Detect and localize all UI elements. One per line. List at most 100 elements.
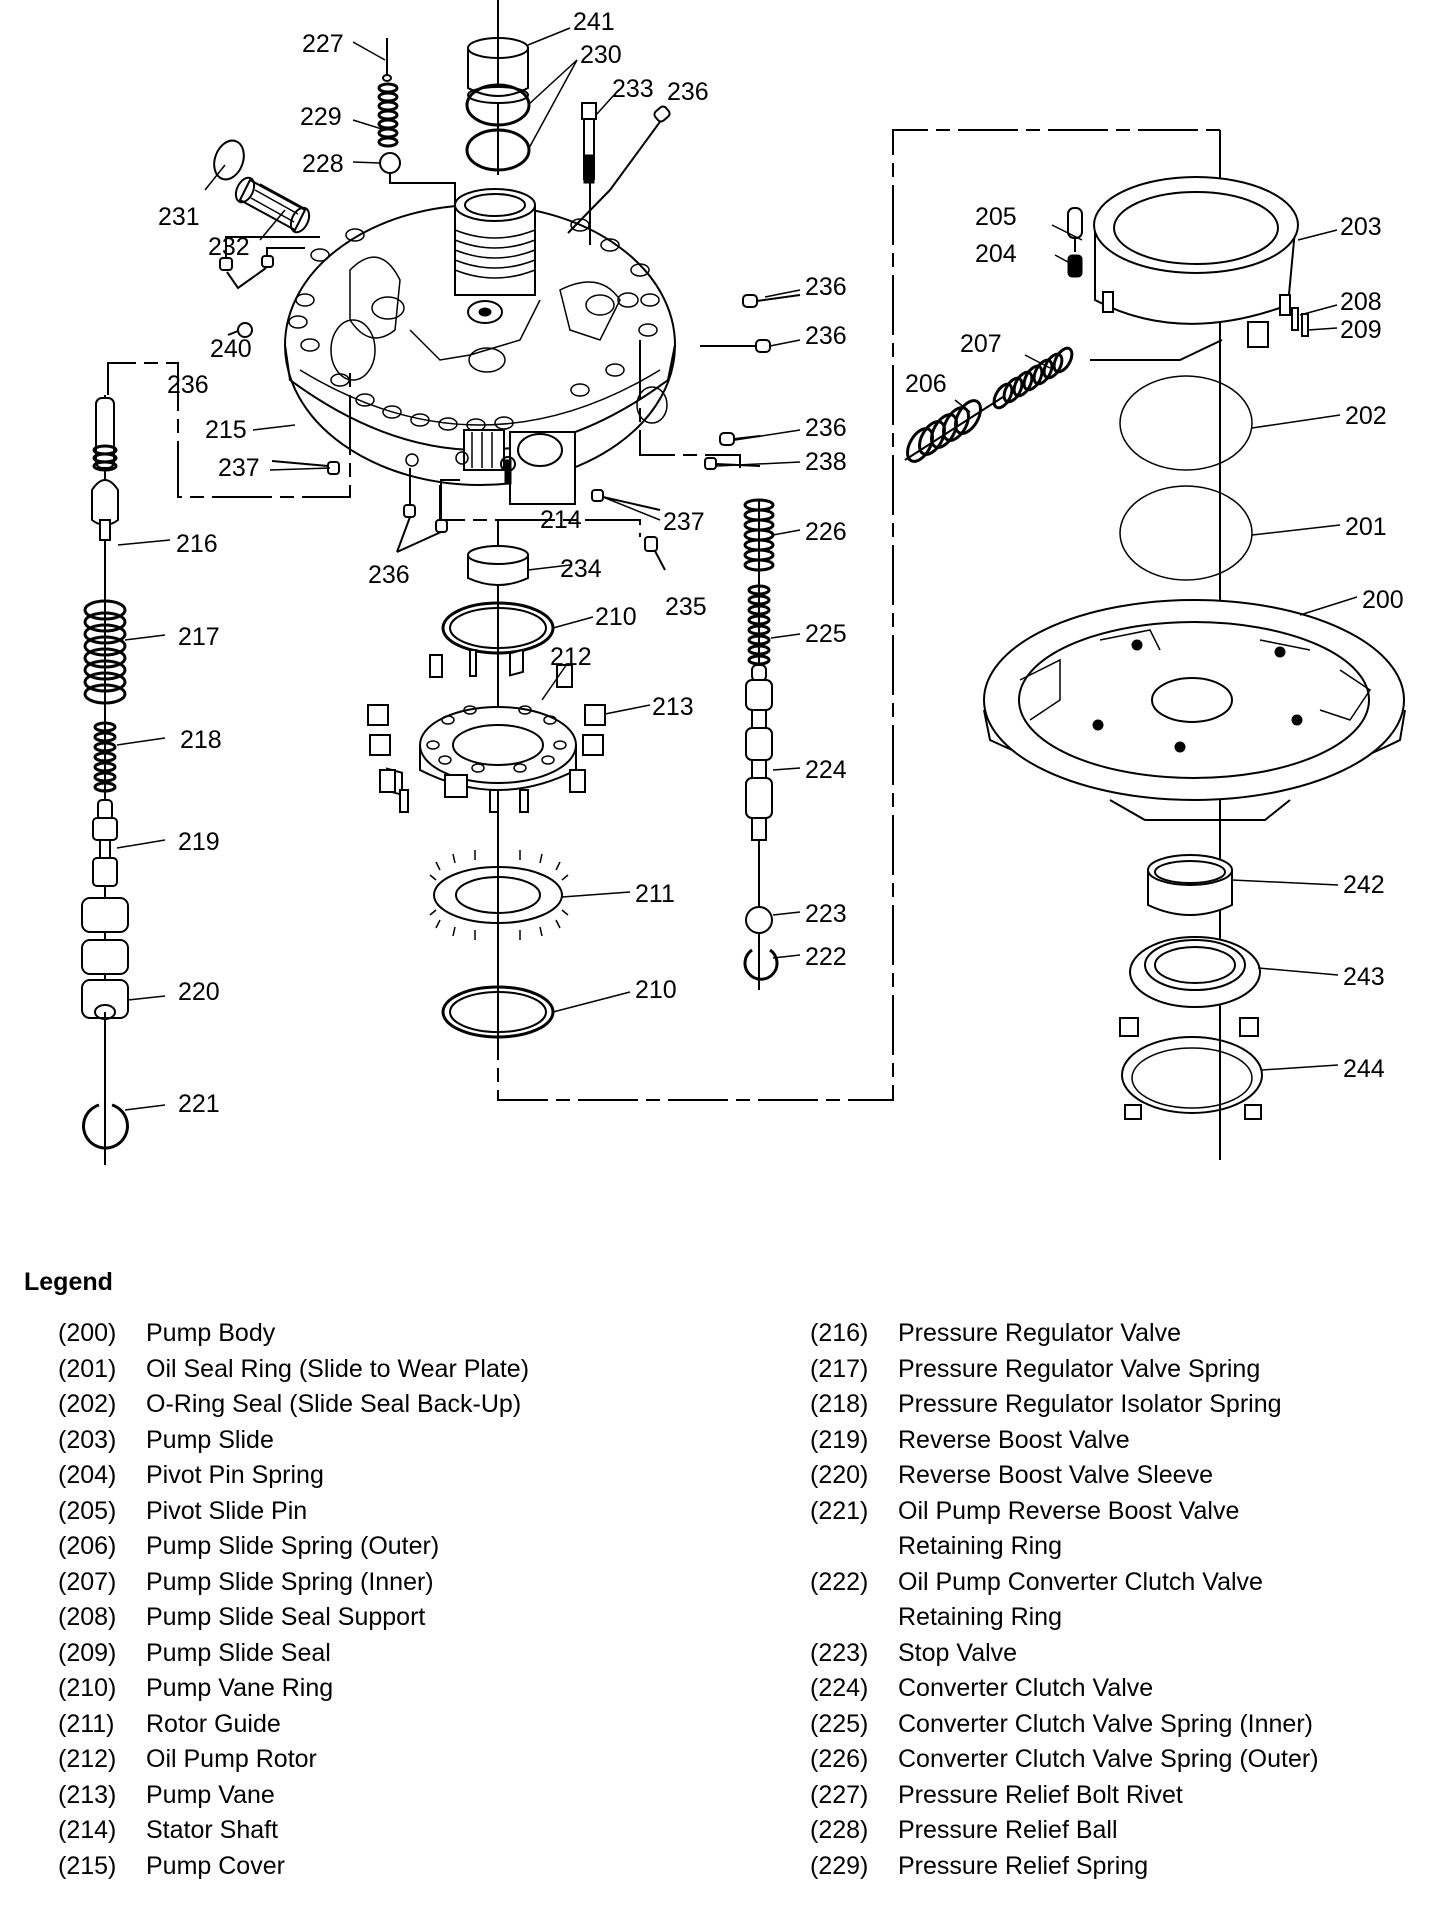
callout-226: 226 xyxy=(805,518,847,546)
callout-225: 225 xyxy=(805,620,847,648)
callout-240: 240 xyxy=(210,335,252,363)
callout-215: 215 xyxy=(205,416,247,444)
callout-223: 223 xyxy=(805,900,847,928)
legend-item: (206)Pump Slide Spring (Outer) xyxy=(58,1529,666,1565)
legend-label: Oil Pump Reverse Boost Valve Retaining R… xyxy=(898,1496,1240,1561)
legend-number: (217) xyxy=(810,1354,869,1383)
legend-label: Pump Vane Ring xyxy=(146,1674,334,1702)
legend-label: Pump Slide Seal Support xyxy=(146,1603,426,1631)
callout-236: 236 xyxy=(805,414,847,442)
legend-label: Pressure Relief Spring xyxy=(898,1851,1149,1880)
legend-number: (206) xyxy=(58,1532,117,1560)
callout-224: 224 xyxy=(805,756,847,784)
callout-208: 208 xyxy=(1340,288,1382,316)
callout-207: 207 xyxy=(960,330,1002,358)
legend-label: Pump Slide xyxy=(146,1425,274,1454)
callout-236: 236 xyxy=(167,371,209,399)
part-213-vanes xyxy=(367,648,606,813)
part-233-bolt xyxy=(581,102,597,245)
part-200-pump-body xyxy=(983,599,1406,821)
callout-210: 210 xyxy=(635,976,677,1004)
callout-201: 201 xyxy=(1345,513,1387,541)
legend-label: Pivot Slide Pin xyxy=(146,1496,308,1525)
callout-216: 216 xyxy=(176,530,218,558)
part-212-rotor xyxy=(419,705,577,791)
legend-label: Oil Seal Ring (Slide to Wear Plate) xyxy=(146,1354,530,1383)
callout-232: 232 xyxy=(208,233,250,261)
legend-number: (212) xyxy=(58,1745,117,1773)
callout-243: 243 xyxy=(1343,963,1385,991)
legend-label: Rotor Guide xyxy=(146,1709,281,1738)
callout-231: 231 xyxy=(158,203,200,231)
callout-204: 204 xyxy=(975,240,1017,268)
callout-210: 210 xyxy=(595,603,637,631)
legend-number: (227) xyxy=(810,1780,869,1809)
legend-item: (203)Pump Slide xyxy=(58,1423,666,1459)
leader-lines xyxy=(116,27,1358,1111)
legend-number: (211) xyxy=(58,1709,115,1738)
legend-item: (223) Stop Valve xyxy=(810,1636,1418,1672)
legend-number: (218) xyxy=(810,1390,869,1418)
callout-203: 203 xyxy=(1340,213,1382,241)
legend-label: Pump Cover xyxy=(146,1851,285,1880)
callout-236: 236 xyxy=(368,561,410,589)
legend-title: Legend xyxy=(24,1268,113,1296)
legend-label: Oil Pump Rotor xyxy=(146,1745,317,1773)
callout-227: 227 xyxy=(302,30,344,58)
legend-item: (229)Pressure Relief Spring xyxy=(810,1849,1418,1885)
part-231-232 xyxy=(213,139,311,234)
callout-222: 222 xyxy=(805,943,847,971)
callout-217: 217 xyxy=(178,623,220,651)
legend-number: (223) xyxy=(810,1638,869,1667)
legend-item: (214)Stator Shaft xyxy=(58,1813,666,1849)
legend-number: (210) xyxy=(58,1674,117,1702)
legend-label: Pump Slide Seal xyxy=(146,1638,331,1667)
legend-item: (212) Oil Pump Rotor xyxy=(58,1742,666,1778)
legend-number: (200) xyxy=(58,1319,117,1347)
legend-number: (226) xyxy=(810,1745,869,1773)
callout-236: 236 xyxy=(667,78,709,106)
left-valve-stack xyxy=(81,395,129,1165)
callout-221: 221 xyxy=(178,1090,220,1118)
plug-236-left xyxy=(237,322,253,338)
legend-item: (210) Pump Vane Ring xyxy=(58,1671,666,1707)
legend-number: (225) xyxy=(810,1709,869,1738)
part-206-207-springs xyxy=(904,346,1074,463)
legend-number: (205) xyxy=(58,1496,117,1525)
legend-label: Pressure Regulator Isolator Spring xyxy=(898,1390,1282,1418)
callout-200: 200 xyxy=(1362,586,1404,614)
callout-213: 213 xyxy=(652,693,694,721)
legend-item: (213)Pump Vane xyxy=(58,1778,666,1814)
part-201-seal xyxy=(1119,485,1253,581)
callout-237: 237 xyxy=(663,508,705,536)
part-203-slide xyxy=(1093,176,1299,348)
legend-item: (204)Pivot Pin Spring xyxy=(58,1458,666,1494)
legend-column-left: (200)Pump Body (201)Oil Seal Ring (Slide… xyxy=(58,1316,666,1884)
legend-item: (218) Pressure Regulator Isolator Spring xyxy=(810,1387,1418,1423)
legend-item: (227) Pressure Relief Bolt Rivet xyxy=(810,1778,1418,1814)
legend-label: Pump Slide Spring (Inner) xyxy=(146,1567,434,1596)
part-244 xyxy=(1119,1017,1263,1120)
legend-item: (208)Pump Slide Seal Support xyxy=(58,1600,666,1636)
part-202-seal xyxy=(1119,375,1253,471)
callout-242: 242 xyxy=(1343,871,1385,899)
legend-label: Pressure Relief Bolt Rivet xyxy=(898,1780,1183,1809)
legend-item: (225)Converter Clutch Valve Spring (Inne… xyxy=(810,1707,1418,1743)
legend-number: (209) xyxy=(58,1638,117,1667)
callout-209: 209 xyxy=(1340,316,1382,344)
legend-label: Stop Valve xyxy=(898,1638,1018,1667)
callout-234: 234 xyxy=(560,555,602,583)
callout-235: 235 xyxy=(665,593,707,621)
legend-number: (228) xyxy=(810,1816,869,1844)
legend-label: O-Ring Seal (Slide Seal Back-Up) xyxy=(146,1390,522,1418)
legend-label: Pressure Regulator Valve xyxy=(898,1319,1182,1347)
legend-item: (220)Reverse Boost Valve Sleeve xyxy=(810,1458,1418,1494)
legend-item: (224)Converter Clutch Valve xyxy=(810,1671,1418,1707)
legend-item: (226)Converter Clutch Valve Spring (Oute… xyxy=(810,1742,1418,1778)
callout-212: 212 xyxy=(550,643,592,671)
callout-228: 228 xyxy=(302,150,344,178)
part-208-209 xyxy=(1291,307,1309,337)
callout-205: 205 xyxy=(975,203,1017,231)
legend-number: (215) xyxy=(58,1851,117,1880)
legend-label: Reverse Boost Valve xyxy=(898,1425,1130,1454)
